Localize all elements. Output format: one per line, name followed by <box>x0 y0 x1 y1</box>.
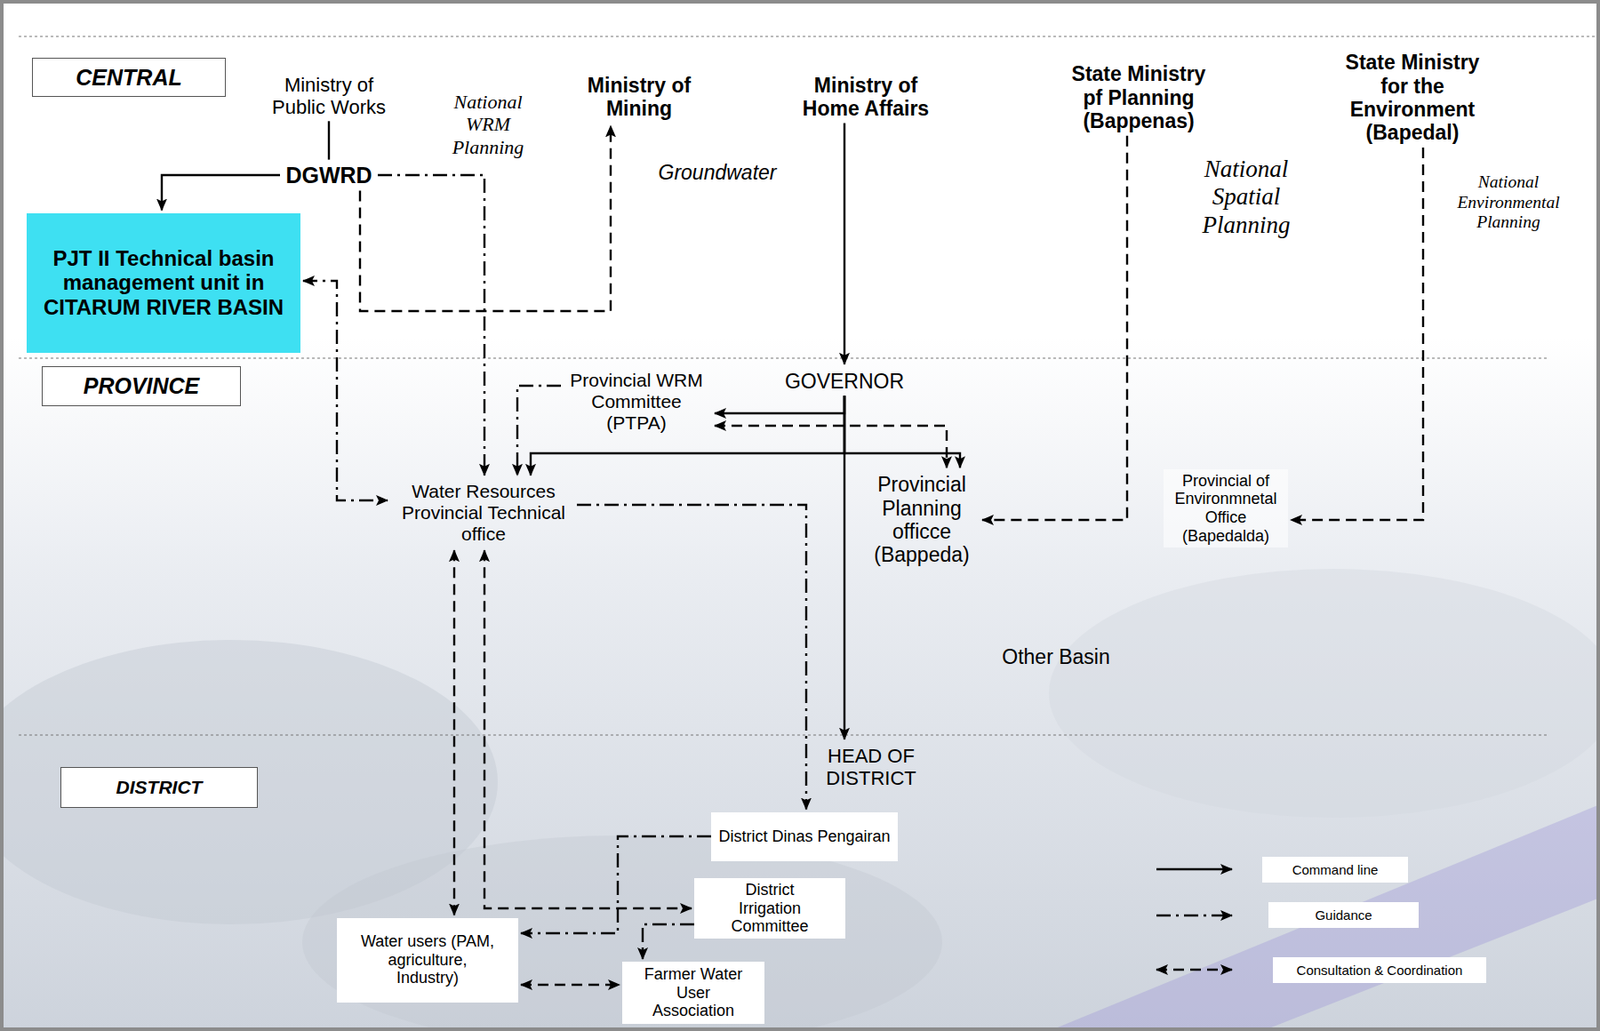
node-text: Farmer Water User Association <box>640 965 747 1021</box>
legend-text: Consultation & Coordination <box>1296 962 1464 978</box>
agency-label: State Ministry pf Planning (Bappenas) <box>1061 59 1217 136</box>
coordination-line <box>484 550 692 909</box>
node-text: HEAD OF DISTRICT <box>821 744 921 791</box>
command-line <box>161 175 280 211</box>
guidance-line <box>576 504 807 810</box>
agency-label: Water Resources Provincial Technical off… <box>390 478 577 548</box>
coordination-line <box>714 425 947 468</box>
planning-note: National WRM Planning <box>439 90 537 159</box>
command-line <box>714 395 845 414</box>
agency-label: Ministry of Mining <box>563 71 715 124</box>
coordination-line <box>1290 147 1424 520</box>
agency-box: Farmer Water User Association <box>622 961 765 1024</box>
node-text: Ministry of Public Works <box>256 73 401 120</box>
coordination-line <box>453 550 456 915</box>
basin-unit-box: PJT II Technical basin management unit i… <box>26 213 301 353</box>
node-text: Provincial of Environmnetal Office (Bape… <box>1167 472 1285 546</box>
level-separator <box>18 735 1547 736</box>
command-line <box>530 395 845 476</box>
level-separator <box>18 36 1596 38</box>
coordination-line <box>520 984 620 986</box>
guidance-line <box>303 280 388 501</box>
level-label: DISTRICT <box>60 767 258 808</box>
planning-note: National Environmental Planning <box>1441 172 1576 232</box>
legend-text: Guidance <box>1314 907 1372 923</box>
agency-label: Provincial Planning officce (Bappeda) <box>864 470 980 570</box>
node-text: CENTRAL <box>75 64 182 91</box>
agency-label: Provincial WRM Committee (PTPA) <box>560 367 712 437</box>
guidance-line <box>520 836 712 934</box>
legend-text: Command line <box>1292 862 1379 878</box>
node-text: State Ministry for the Environment (Bape… <box>1338 50 1488 145</box>
node-text: Ministry of Home Affairs <box>789 73 943 121</box>
node-text: PJT II Technical basin management unit i… <box>35 246 292 320</box>
planning-note: Groundwater <box>637 160 798 184</box>
agency-box: District Dinas Pengairan <box>711 812 898 862</box>
legend-line-sample <box>1156 914 1232 917</box>
legend-box: Guidance <box>1268 902 1419 928</box>
guidance-line <box>642 924 695 960</box>
guidance-line <box>517 385 561 476</box>
command-line <box>844 395 960 468</box>
node-text: District Irrigation Committee <box>717 880 823 936</box>
command-line <box>328 120 330 160</box>
agency-box: District Irrigation Committee <box>694 878 846 939</box>
agency-label: Provincial of Environmnetal Office (Bape… <box>1163 469 1288 549</box>
legend-line-sample <box>1156 968 1232 971</box>
agency-label: Ministry of Home Affairs <box>785 71 946 124</box>
agency-label: GOVERNOR <box>777 367 912 396</box>
node-text: DGWRD <box>285 162 372 189</box>
river-band <box>1048 804 1600 1031</box>
command-line <box>843 122 846 364</box>
level-separator <box>18 358 1547 360</box>
level-label: CENTRAL <box>32 57 226 97</box>
aerial-photo <box>302 835 943 1031</box>
node-text: State Ministry pf Planning (Bappenas) <box>1064 62 1214 133</box>
legend-box: Command line <box>1262 856 1408 883</box>
agency-label: DGWRD <box>280 160 378 192</box>
node-text: District Dinas Pengairan <box>718 827 890 847</box>
agency-label: State Ministry for the Environment (Bape… <box>1335 48 1491 148</box>
legend-box: Consultation & Coordination <box>1272 957 1487 984</box>
guidance-line <box>377 175 485 476</box>
planning-note: Other Basin <box>967 645 1145 669</box>
node-text: PROVINCE <box>83 373 200 400</box>
aerial-photo <box>1048 568 1600 818</box>
node-text: Ministry of Mining <box>567 73 712 121</box>
agency-label: Ministry of Public Works <box>253 71 405 122</box>
planning-note: National Spatial Planning <box>1188 155 1304 239</box>
agency-label: HEAD OF DISTRICT <box>817 742 925 793</box>
node-text: GOVERNOR <box>784 369 904 393</box>
legend-line-sample <box>1156 868 1232 871</box>
node-text: DISTRICT <box>116 776 203 799</box>
agency-box: Water users (PAM, agriculture, Industry) <box>336 918 519 1003</box>
node-text: Water users (PAM, agriculture, Industry) <box>358 932 497 988</box>
node-text: Water Resources Provincial Technical off… <box>393 480 574 545</box>
level-label: PROVINCE <box>41 366 241 407</box>
node-text: Provincial Planning officce (Bappeda) <box>867 472 976 568</box>
node-text: Provincial WRM Committee (PTPA) <box>564 369 709 434</box>
coordination-line <box>982 136 1128 520</box>
